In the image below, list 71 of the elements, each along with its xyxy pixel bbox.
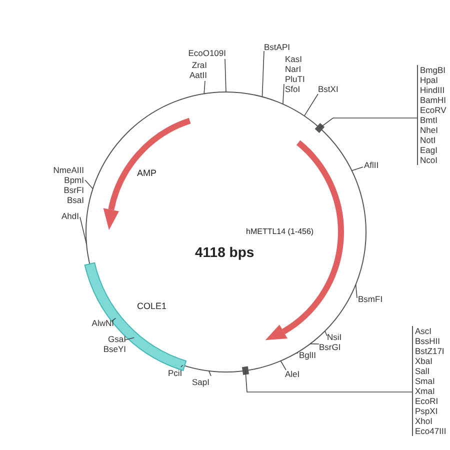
size-label: 4118 bps	[195, 243, 254, 262]
enzyme-label: HindIII	[420, 85, 445, 95]
leader-line	[84, 180, 94, 190]
leader-line	[304, 94, 318, 116]
enzyme-label: AflII	[364, 160, 379, 170]
leader-line	[245, 370, 412, 392]
enzyme-label: PspXI	[415, 406, 438, 416]
enzyme-label: BsrFI	[64, 185, 84, 195]
leader-line	[355, 284, 358, 298]
feature-label: AMP	[137, 167, 157, 180]
leader-line	[80, 216, 87, 245]
enzyme-label: BsrGI	[319, 342, 341, 352]
enzyme-label: ZraI	[192, 60, 207, 70]
feature-label: COLE1	[137, 300, 167, 313]
enzyme-label: NarI	[285, 64, 302, 74]
enzyme-label: AlwNI	[92, 318, 114, 328]
enzyme-label: AscI	[415, 326, 432, 336]
leader-line	[124, 337, 135, 340]
leader-line	[319, 118, 418, 128]
enzyme-label: Eco47III	[415, 426, 446, 436]
enzyme-label: BamHI	[420, 95, 446, 105]
enzyme-label: XmaI	[415, 386, 435, 396]
leader-line	[224, 58, 226, 92]
enzyme-label: BmgBI	[420, 65, 446, 75]
enzyme-label: HpaI	[420, 75, 438, 85]
enzyme-label: AleI	[285, 369, 300, 379]
enzyme-label: AatII	[190, 70, 207, 80]
enzyme-label: PciI	[168, 368, 182, 378]
site-list-bracket	[412, 326, 446, 436]
enzyme-label: NmeAIII	[53, 165, 84, 175]
enzyme-label: SapI	[192, 377, 210, 387]
enzyme-label: BstZ17I	[415, 346, 444, 356]
leader-line	[112, 318, 116, 322]
enzyme-label: PluTI	[285, 74, 305, 84]
enzyme-label: XhoI	[415, 416, 432, 426]
site-list-bracket	[417, 65, 446, 165]
enzyme-label: SmaI	[415, 376, 435, 386]
leader-line	[351, 166, 364, 172]
leader-line	[180, 364, 184, 368]
enzyme-label: NotI	[420, 135, 436, 145]
feature-label: hMETTL14 (1-456)	[246, 226, 314, 238]
leader-line	[310, 343, 320, 344]
enzyme-label: XbaI	[415, 356, 432, 366]
enzyme-label: BstAPI	[264, 42, 290, 52]
enzyme-label: BsmFI	[358, 294, 383, 304]
enzyme-label: SfoI	[285, 84, 300, 94]
enzyme-label: BsaI	[66, 195, 84, 205]
enzyme-label: BglII	[299, 350, 316, 360]
leader-line	[204, 80, 206, 94]
leader-line	[208, 370, 212, 376]
enzyme-label: BpmI	[64, 175, 84, 185]
enzyme-label: BseYI	[103, 344, 126, 354]
leader-line	[324, 330, 328, 336]
leader-line	[296, 352, 298, 354]
enzyme-label: EcoRI	[415, 396, 438, 406]
enzyme-label: BstXI	[318, 84, 338, 94]
enzyme-label: SalI	[415, 366, 430, 376]
leader-line	[282, 84, 284, 104]
enzyme-label: AhdI	[62, 211, 79, 221]
enzyme-label: GsaI	[108, 334, 126, 344]
enzyme-label: EagI	[420, 145, 438, 155]
enzyme-label: BssHII	[415, 336, 440, 346]
leader-line	[262, 50, 264, 98]
enzyme-label: EcoO109I	[188, 48, 226, 58]
enzyme-label: NcoI	[420, 155, 438, 165]
enzyme-label: NheI	[420, 125, 438, 135]
enzyme-label: KasI	[285, 54, 302, 64]
enzyme-label: BmtI	[420, 115, 438, 125]
enzyme-label: NsiI	[327, 332, 342, 342]
enzyme-label: EcoRV	[420, 105, 446, 115]
leader-line	[280, 360, 286, 370]
